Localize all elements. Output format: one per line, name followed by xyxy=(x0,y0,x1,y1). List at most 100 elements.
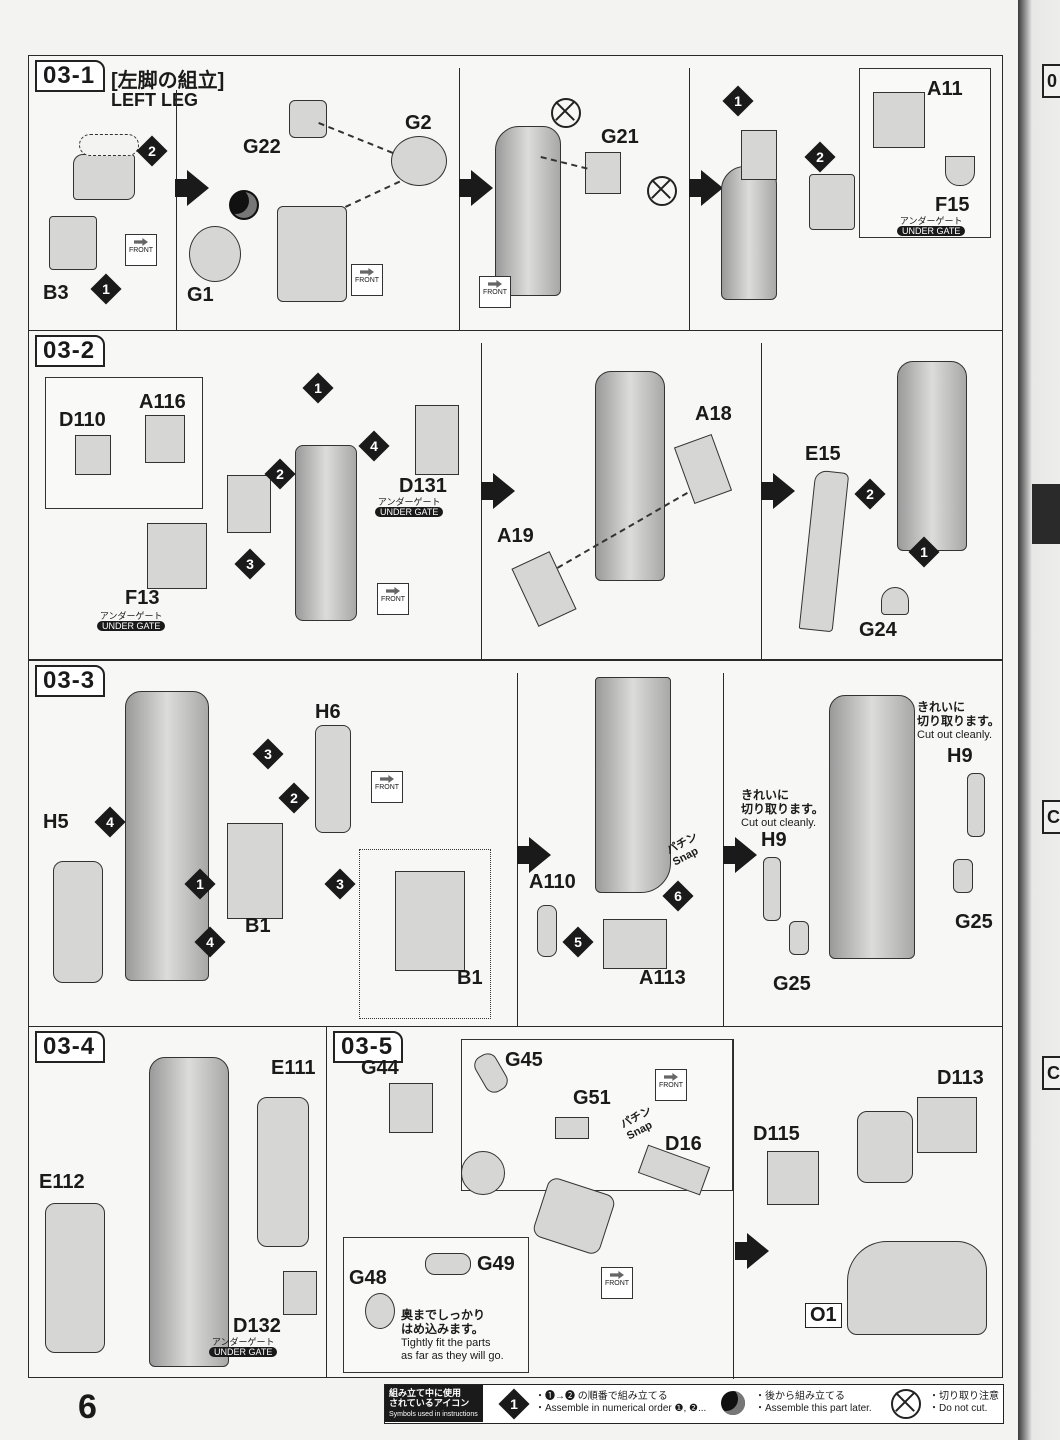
d113-part xyxy=(917,1097,977,1153)
leg-assembly-part xyxy=(125,691,209,981)
joint-part xyxy=(461,1151,505,1195)
part-label-h9-right: H9 xyxy=(947,745,973,767)
front-indicator-icon: FRONT xyxy=(351,264,383,296)
part-label-a116: A116 xyxy=(139,391,186,413)
step-03-1-title-jp: [左脚の組立] xyxy=(111,70,225,92)
g51-part xyxy=(555,1117,589,1139)
part-label-g48: G48 xyxy=(349,1267,387,1289)
part-label-f13: F13 xyxy=(125,587,160,609)
order-2-marker: 2 xyxy=(264,458,296,490)
f15-part xyxy=(945,156,975,186)
g25-part xyxy=(789,921,809,955)
b1-part xyxy=(227,823,283,919)
order-3-marker: 3 xyxy=(234,548,266,580)
order-4-marker: 4 xyxy=(194,926,226,958)
step-03-3-label: 03-3 xyxy=(35,665,106,697)
ankle-assembly-part xyxy=(857,1111,913,1183)
part-label-d132: D132 xyxy=(233,1315,281,1337)
assemble-later-icon xyxy=(721,1391,745,1415)
page-number: 6 xyxy=(78,1388,97,1426)
cut-cleanly-note-right: きれいに 切り取ります。Cut out cleanly. xyxy=(917,700,1000,742)
part-label-b3: B3 xyxy=(43,282,69,304)
leg-assembly-part xyxy=(495,126,561,296)
order-6-marker: 6 xyxy=(662,880,694,912)
h6-part xyxy=(315,725,351,833)
step-03-1-panel: 03-1 [左脚の組立] LEFT LEG 2 1 B3 FRONT G1 G2… xyxy=(28,55,1003,334)
part-label-d110: D110 xyxy=(59,409,106,431)
g48-part xyxy=(365,1293,395,1329)
part-label-b1-detail: B1 xyxy=(457,967,483,989)
d132-part xyxy=(283,1271,317,1315)
next-step-arrow-icon xyxy=(761,473,795,509)
leg-assembly-part xyxy=(295,445,357,621)
step-03-3-panel: 03-3 H5 H6 B1 1 2 3 3 4 4 FRONT B1 A110 … xyxy=(28,660,1003,1031)
front-indicator-icon: FRONT xyxy=(371,771,403,803)
part-label-a110: A110 xyxy=(529,871,576,893)
instruction-page: 03-1 [左脚の組立] LEFT LEG 2 1 B3 FRONT G1 G2… xyxy=(0,0,1018,1440)
part-label-d16: D16 xyxy=(665,1133,702,1155)
order-2-marker: 2 xyxy=(278,782,310,814)
legend-item-nocut: ・切り取り注意・Do not cut. xyxy=(929,1391,999,1414)
leg-assembly-part xyxy=(595,677,671,893)
part-label-g21: G21 xyxy=(601,126,639,148)
legend-item-order: ・❶→❷ の順番で組み立てる・Assemble in numerical ord… xyxy=(535,1391,707,1414)
order-2-marker: 2 xyxy=(854,478,886,510)
h5-part xyxy=(53,861,103,983)
shin-guard-part xyxy=(227,475,271,533)
order-2-marker: 2 xyxy=(804,141,836,173)
d131-part xyxy=(415,405,459,475)
part-label-b1: B1 xyxy=(245,915,271,937)
do-not-cut-icon xyxy=(647,176,677,206)
a110-part xyxy=(537,905,557,957)
part-label-e112: E112 xyxy=(39,1171,85,1193)
front-indicator-icon: FRONT xyxy=(655,1069,687,1101)
order-1-marker: 1 xyxy=(302,372,334,404)
g25-part xyxy=(953,859,973,893)
part-label-e15: E15 xyxy=(805,443,841,465)
part-label-a111: A11 xyxy=(927,78,963,100)
hip-joint-ghost xyxy=(79,134,139,156)
next-step-arrow-icon xyxy=(723,837,757,873)
order-2-marker: 2 xyxy=(136,135,168,167)
part-label-g24: G24 xyxy=(859,619,897,641)
leg-assembly-part xyxy=(829,695,915,959)
do-not-cut-icon xyxy=(551,98,581,128)
part-label-g25-left: G25 xyxy=(773,973,811,995)
g21-part xyxy=(585,152,621,194)
front-indicator-icon: FRONT xyxy=(601,1267,633,1299)
step-03-1-title-en: LEFT LEG xyxy=(111,90,198,110)
order-3-marker: 3 xyxy=(252,738,284,770)
step-03-4-label: 03-4 xyxy=(35,1031,106,1063)
next-step-arrow-icon xyxy=(175,170,209,206)
order-1-marker: 1 xyxy=(90,273,122,305)
order-4-marker: 4 xyxy=(94,806,126,838)
do-not-cut-icon xyxy=(891,1389,921,1419)
a113-part xyxy=(603,919,667,969)
order-5-marker: 5 xyxy=(562,926,594,958)
part-label-g2: G2 xyxy=(405,112,432,134)
next-step-arrow-icon xyxy=(459,170,493,206)
e112-part xyxy=(45,1203,105,1353)
part-label-d113: D113 xyxy=(937,1067,984,1089)
part-label-e111: E111 xyxy=(271,1057,316,1079)
part-label-h6: H6 xyxy=(315,701,341,723)
g44-part xyxy=(389,1083,433,1133)
part-label-g1: G1 xyxy=(187,284,214,306)
a116-part xyxy=(145,415,185,463)
g49-part xyxy=(425,1253,471,1275)
part-label-a19: A19 xyxy=(497,525,534,547)
front-indicator-icon: FRONT xyxy=(377,583,409,615)
g22-part xyxy=(289,100,327,138)
g1-part xyxy=(189,226,241,282)
part-label-h5: H5 xyxy=(43,811,69,833)
h9-part xyxy=(967,773,985,837)
e15-part xyxy=(798,469,850,633)
part-label-a18: A18 xyxy=(695,403,732,425)
part-label-f15: F15 xyxy=(935,194,970,216)
